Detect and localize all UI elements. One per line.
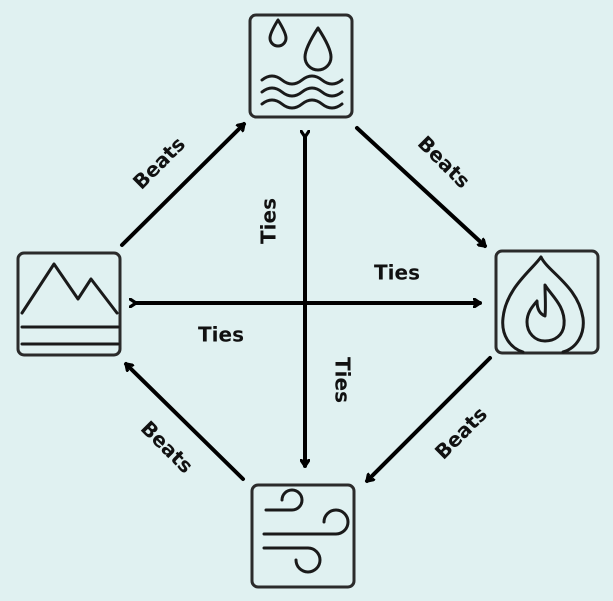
- label-ties-horizontal-left: Ties: [198, 323, 244, 347]
- label-ties-vertical-upper: Ties: [257, 198, 281, 244]
- node-earth: [16, 251, 122, 357]
- arrow-fire-to-wind: [365, 356, 492, 483]
- arrow-wind-to-earth: [124, 362, 245, 481]
- node-water: [248, 13, 354, 119]
- label-ties-vertical-lower: Ties: [331, 357, 355, 403]
- arrow-water-to-fire: [355, 126, 487, 248]
- label-water-beats-fire: Beats: [413, 131, 475, 193]
- wind-icon: [262, 488, 350, 574]
- label-ties-horizontal-right: Ties: [374, 261, 420, 285]
- node-fire: [494, 249, 600, 355]
- node-wind: [250, 483, 356, 589]
- mountain-icon: [20, 262, 120, 346]
- water-icon: [260, 18, 344, 110]
- fire-icon: [501, 255, 585, 354]
- arrow-earth-to-water: [120, 122, 246, 247]
